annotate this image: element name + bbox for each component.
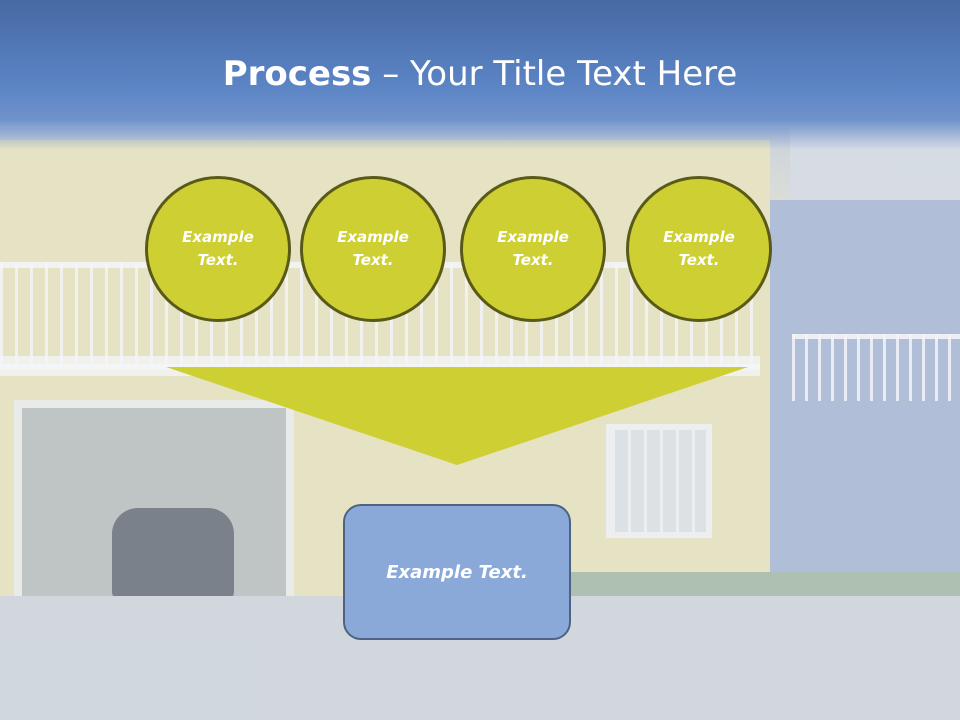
process-step-circle-4: Example Text. (626, 176, 772, 322)
title-bar (0, 0, 960, 150)
background-car (112, 508, 234, 600)
slide-title: Process – Your Title Text Here (0, 52, 960, 96)
title-rest-part: – Your Title Text Here (371, 54, 738, 94)
funnel-arrow (166, 367, 748, 465)
process-step-label-3: Example Text. (497, 228, 569, 269)
process-step-label-2: Example Text. (337, 228, 409, 269)
result-label: Example Text. (386, 561, 528, 583)
title-bold-part: Process (222, 54, 372, 94)
funnel-triangle-shape (166, 367, 748, 465)
process-step-circle-2: Example Text. (300, 176, 446, 322)
process-step-circle-3: Example Text. (460, 176, 606, 322)
process-step-circle-1: Example Text. (145, 176, 291, 322)
result-box: Example Text. (343, 504, 571, 640)
background-window (606, 424, 712, 538)
background-blue-balcony (792, 334, 960, 401)
process-step-label-4: Example Text. (663, 228, 735, 269)
process-step-label-1: Example Text. (182, 228, 254, 269)
